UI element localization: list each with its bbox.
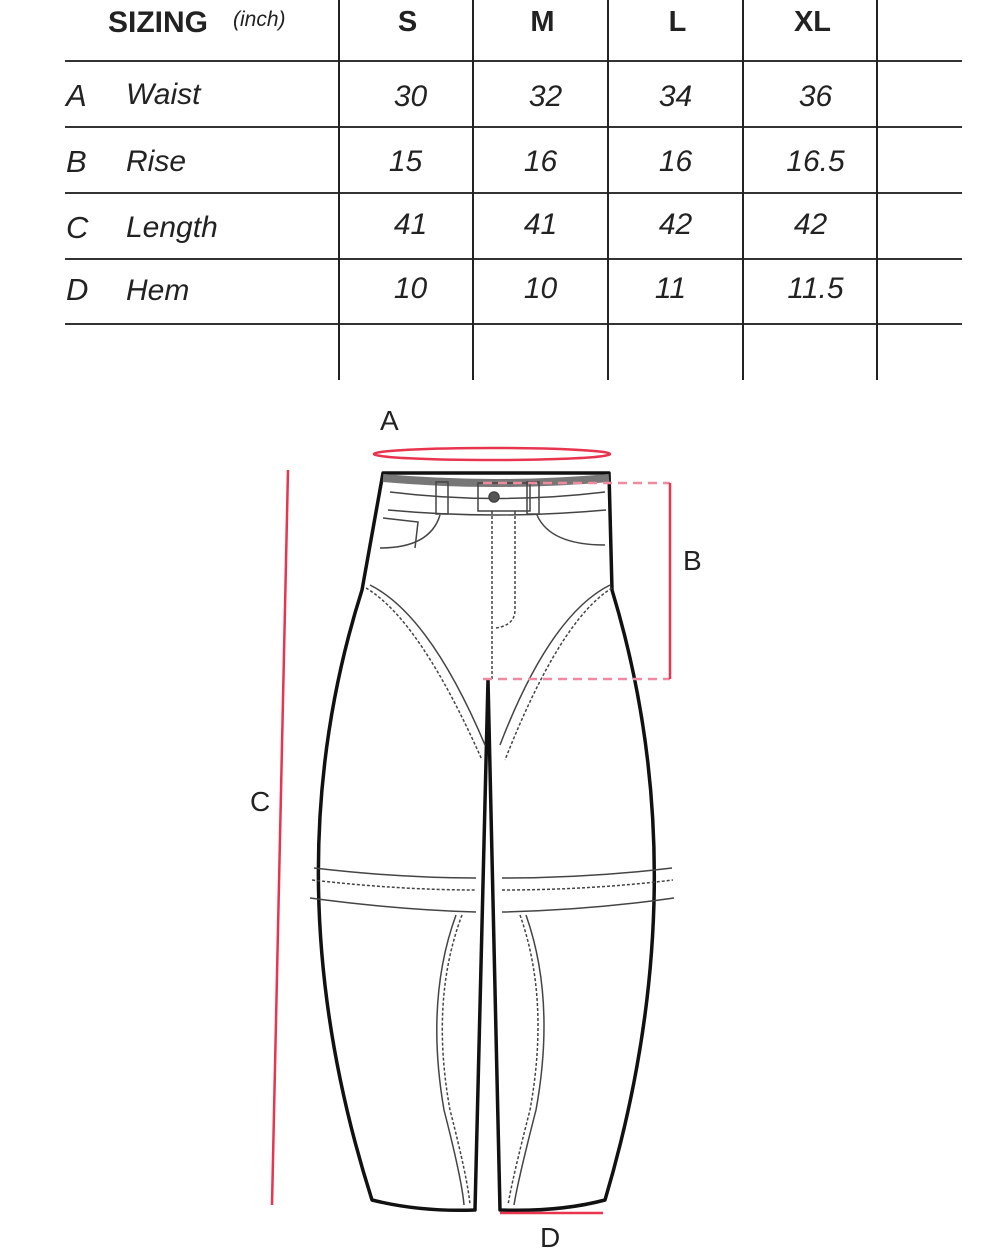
value-m: 32 (528, 80, 563, 113)
label-a: A (380, 405, 399, 436)
label-d: D (540, 1222, 561, 1253)
row-divider (65, 126, 962, 128)
row-letter: D (66, 272, 89, 307)
value-s: 10 (393, 272, 428, 305)
label-b: B (683, 545, 702, 576)
row-name: Hem (126, 274, 190, 307)
value-l: 42 (658, 208, 693, 241)
row-name: Length (126, 211, 218, 244)
value-l: 16 (658, 145, 693, 178)
value-m: 41 (523, 208, 558, 241)
table-title: SIZING (108, 6, 209, 39)
size-header-s: S (397, 6, 418, 38)
value-xl: 11.5 (787, 272, 844, 305)
value-s: 15 (388, 145, 423, 178)
row-letter: B (66, 144, 87, 179)
column-divider (338, 0, 340, 380)
value-m: 10 (523, 272, 558, 305)
table-unit: (inch) (233, 8, 286, 31)
value-s: 30 (393, 80, 428, 113)
row-name: Waist (126, 78, 201, 111)
pants-outline (316, 471, 656, 1213)
column-divider (876, 0, 878, 380)
value-xl: 16.5 (786, 145, 845, 178)
size-header-l: L (668, 6, 687, 38)
pants-seams (309, 474, 675, 1206)
value-s: 41 (393, 208, 428, 241)
row-divider (65, 323, 962, 325)
size-header-xl: XL (793, 6, 832, 38)
rise-measure-dashes (483, 481, 670, 681)
value-l: 34 (658, 80, 693, 113)
column-divider (742, 0, 744, 380)
length-measure-line (270, 469, 290, 1206)
column-divider (472, 0, 474, 380)
value-xl: 36 (798, 80, 833, 113)
waist-measure-ellipse (372, 446, 612, 462)
row-divider (65, 258, 962, 260)
row-letter: A (66, 78, 87, 113)
row-name: Rise (126, 145, 187, 178)
measurement-guides (270, 446, 672, 1215)
label-c: C (250, 786, 271, 817)
value-xl: 42 (793, 208, 828, 241)
row-divider (65, 192, 962, 194)
value-m: 16 (523, 145, 558, 178)
row-divider (65, 60, 962, 62)
row-letter: C (66, 210, 89, 245)
value-l: 11 (654, 272, 687, 305)
size-header-m: M (530, 6, 555, 38)
column-divider (607, 0, 609, 380)
